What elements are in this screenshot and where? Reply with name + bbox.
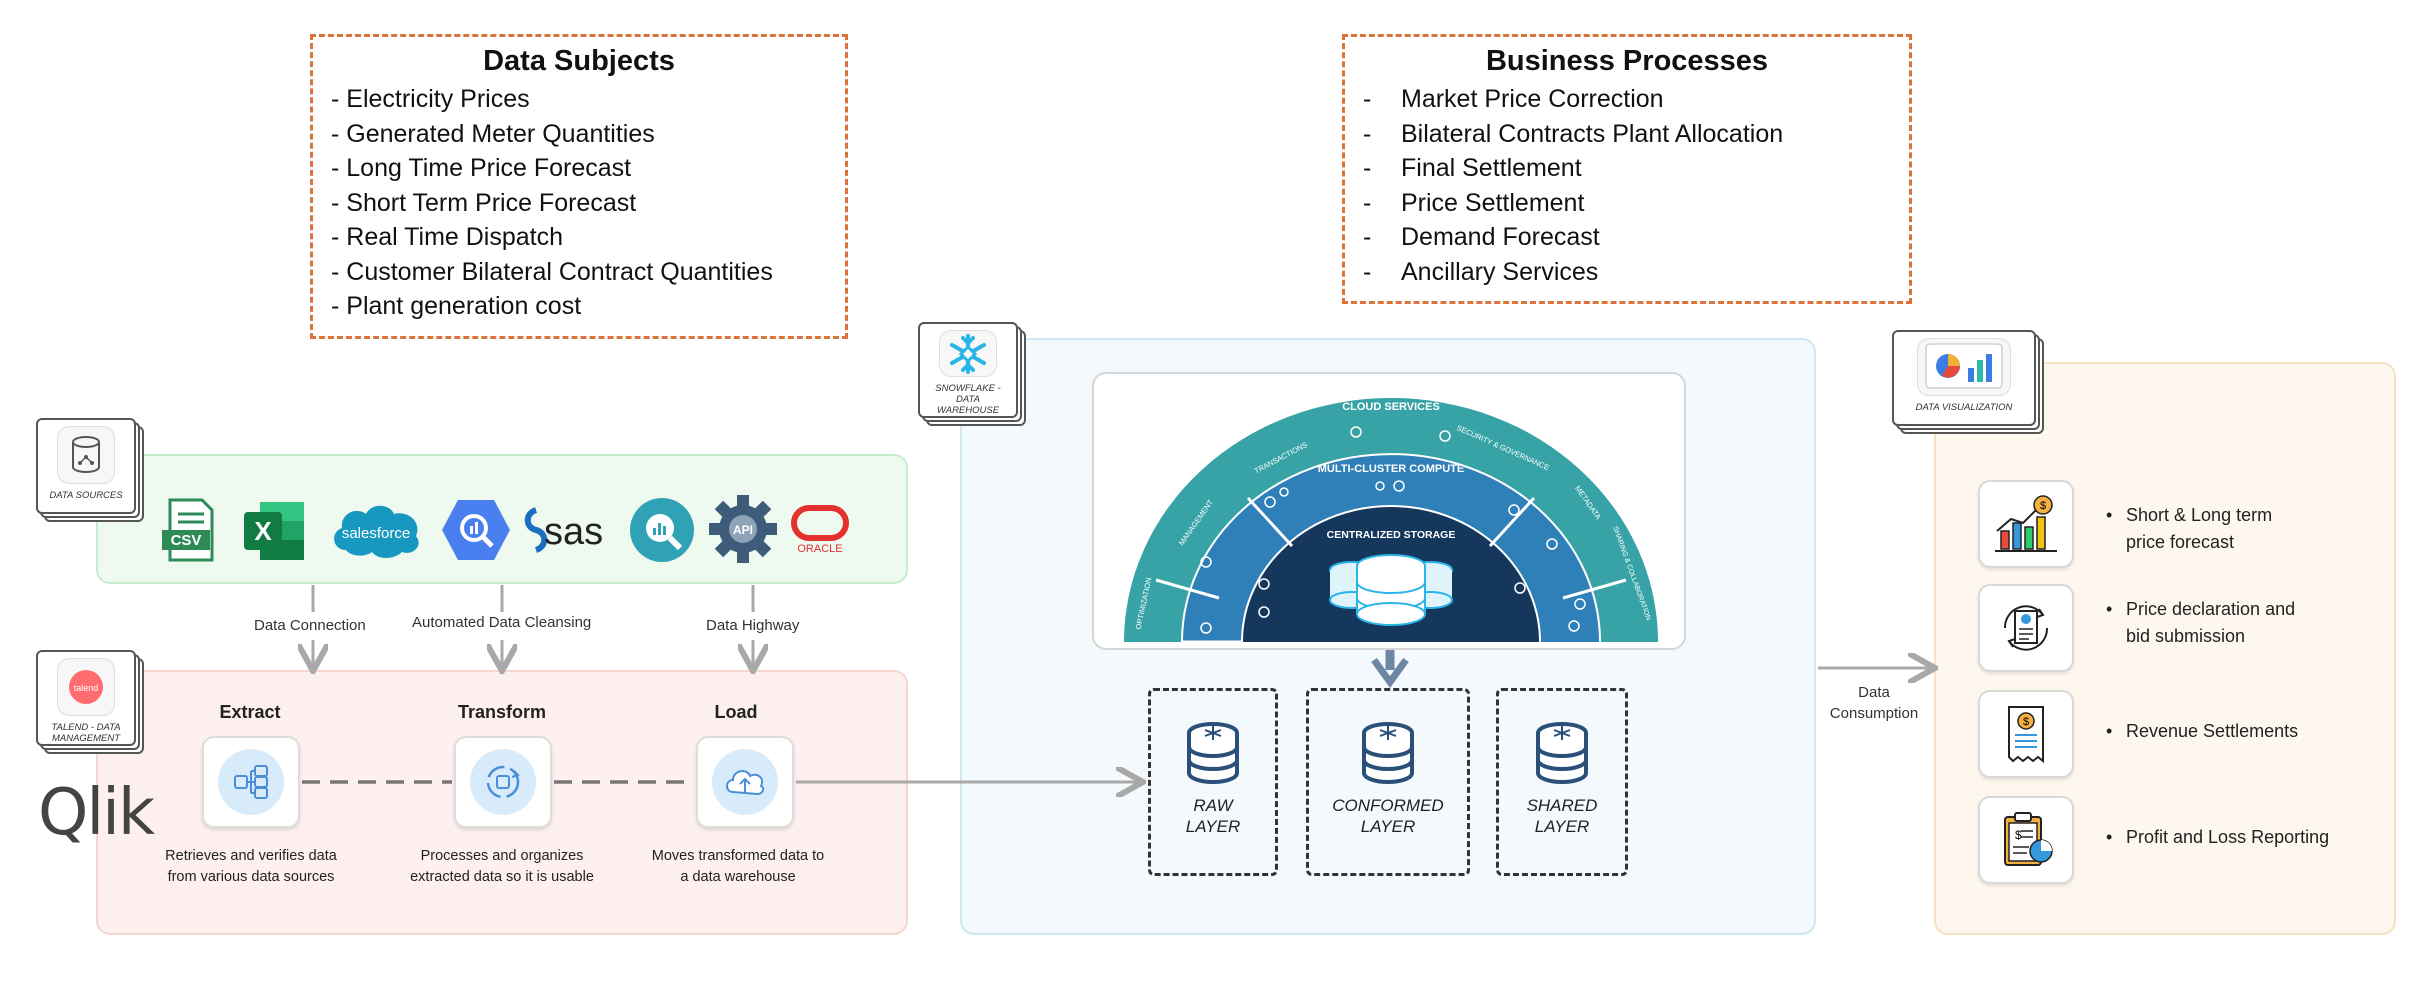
- data-subjects-title: Data Subjects: [483, 45, 675, 77]
- extract-title: Extract: [219, 702, 281, 722]
- svg-text:X: X: [254, 516, 272, 546]
- storage-label: CENTRALIZED STORAGE: [1327, 529, 1456, 541]
- business-processes-title: Business Processes: [1485, 45, 1769, 77]
- transform-step: [454, 736, 552, 828]
- talend-badge: talend TALEND - DATA MANAGEMENT: [36, 650, 144, 754]
- data-connection-label: Data Connection: [254, 617, 366, 634]
- analytics-search-icon: [628, 496, 696, 564]
- snowflake-logo-icon: [939, 330, 997, 377]
- database-icon: [1362, 722, 1414, 784]
- viz-item-revenue: •Revenue Settlements: [2106, 721, 2299, 741]
- list-item: -Final Settlement: [1363, 154, 1582, 182]
- business-processes-list: -Market Price Correction -Bilateral Cont…: [1363, 82, 1891, 289]
- csv-icon: CSV: [160, 498, 220, 564]
- api-label: API: [733, 523, 753, 537]
- badge-label: SNOWFLAKE - DATA WAREHOUSE: [935, 383, 1001, 416]
- oracle-label: ORACLE: [797, 543, 842, 555]
- extract-icon: [234, 765, 268, 799]
- qlik-logo: Qlik: [38, 776, 155, 850]
- badge-label: DATA SOURCES: [49, 490, 123, 501]
- salesforce-label: salesforce: [342, 525, 410, 542]
- snowflake-badge: SNOWFLAKE - DATA WAREHOUSE: [918, 322, 1026, 426]
- list-item: - Electricity Prices: [331, 85, 530, 113]
- talend-logo-icon: talend: [57, 658, 115, 716]
- clipboard-card: $: [1978, 796, 2074, 884]
- data-subjects-box: Data Subjects - Electricity Prices - Gen…: [310, 34, 848, 339]
- badge-label: DATA VISUALIZATION: [1915, 402, 2013, 413]
- badge-label: TALEND - DATA MANAGEMENT: [51, 722, 121, 744]
- api-gear-icon: API: [708, 494, 778, 564]
- sas-icon: sas: [522, 500, 618, 560]
- list-item: - Generated Meter Quantities: [331, 119, 655, 148]
- receipt-card: $: [1978, 690, 2074, 778]
- list-item: -Price Settlement: [1363, 188, 1585, 217]
- list-item: - Plant generation cost: [331, 292, 582, 320]
- database-icon: [57, 426, 115, 484]
- csv-label: CSV: [171, 532, 202, 549]
- data-sources-badge: DATA SOURCES: [36, 418, 144, 522]
- bid-document-icon: [2003, 605, 2049, 651]
- list-item: - Short Term Price Forecast: [331, 188, 637, 217]
- list-item: -Demand Forecast: [1363, 223, 1600, 251]
- list-item: -Ancillary Services: [1363, 257, 1599, 286]
- compute-label: MULTI-CLUSTER COMPUTE: [1318, 463, 1464, 475]
- svg-text:$: $: [2023, 716, 2029, 728]
- oracle-icon: ORACLE: [788, 504, 852, 556]
- forecast-chart-card: $: [1978, 480, 2074, 568]
- database-icon: [1536, 722, 1588, 784]
- bigquery-icon: [440, 496, 512, 564]
- extract-step: [202, 736, 300, 828]
- svg-text:$: $: [2015, 828, 2022, 842]
- cloud-upload-icon: [726, 770, 765, 796]
- data-highway-label: Data Highway: [706, 617, 800, 634]
- viz-item-pnl: •Profit and Loss Reporting: [2106, 827, 2330, 847]
- automated-cleansing-label: Automated Data Cleansing: [412, 614, 592, 631]
- snowflake-architecture: CLOUD SERVICES MULTI-CLUSTER COMPUTE CEN…: [1092, 372, 1686, 650]
- list-item: - Customer Bilateral Contract Quantities: [331, 257, 773, 286]
- receipt-icon: $: [2008, 706, 2044, 764]
- excel-icon: X: [240, 498, 308, 564]
- transform-title: Transform: [457, 702, 547, 722]
- dashboard-chart-icon: [1917, 338, 2011, 396]
- forecast-chart-icon: $: [1995, 495, 2057, 552]
- business-processes-box: Business Processes -Market Price Correct…: [1342, 34, 1912, 304]
- list-item: - Long Time Price Forecast: [331, 154, 632, 182]
- data-subjects-list: - Electricity Prices - Generated Meter Q…: [331, 82, 827, 324]
- sas-label: sas: [544, 511, 603, 553]
- svg-text:$: $: [2040, 500, 2046, 512]
- list-item: - Real Time Dispatch: [331, 223, 564, 251]
- salesforce-icon: salesforce: [328, 498, 424, 564]
- cloud-services-label: CLOUD SERVICES: [1342, 401, 1440, 413]
- svg-text:talend: talend: [74, 683, 99, 693]
- bid-document-card: [1978, 584, 2074, 672]
- transform-icon: [486, 765, 520, 799]
- list-item: -Market Price Correction: [1363, 85, 1664, 113]
- profit-loss-clipboard-icon: $: [2004, 812, 2053, 866]
- database-icon: [1187, 722, 1239, 784]
- load-step: [696, 736, 794, 828]
- load-title: Load: [714, 702, 758, 722]
- visualization-badge: DATA VISUALIZATION: [1892, 330, 2044, 434]
- list-item: -Bilateral Contracts Plant Allocation: [1363, 119, 1784, 148]
